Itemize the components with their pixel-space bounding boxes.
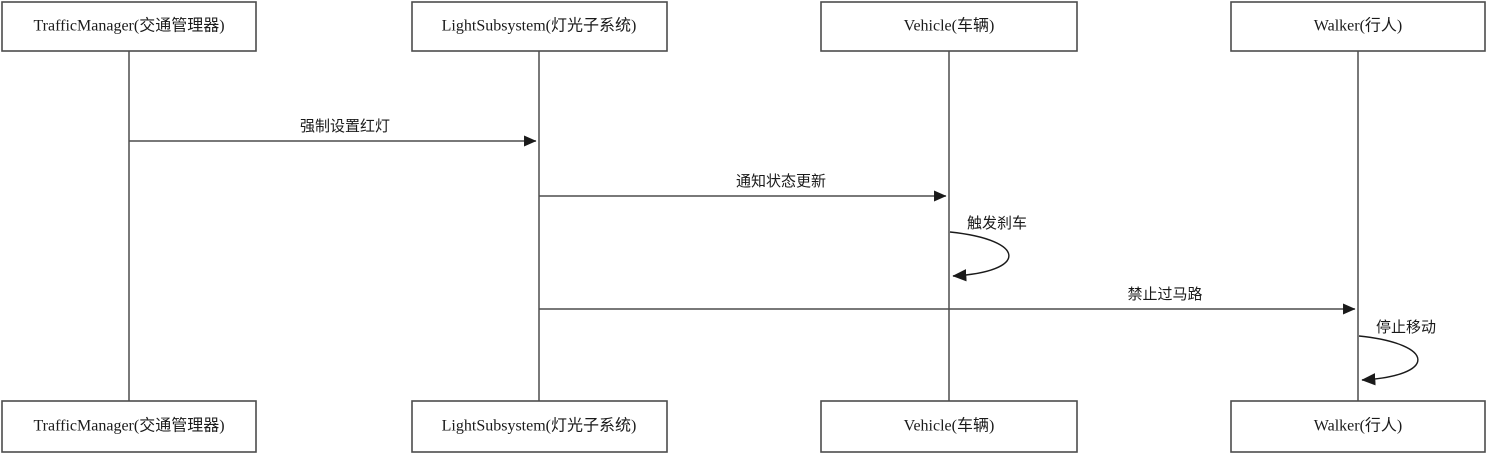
message-notify-state-update[interactable]: 通知状态更新 xyxy=(539,173,947,202)
participant-footer-walker[interactable]: Walker(行人) xyxy=(1230,400,1486,453)
participant-label: Walker(行人) xyxy=(1314,417,1402,435)
self-message-loop xyxy=(949,231,1010,282)
message-force-red-light[interactable]: 强制设置红灯 xyxy=(129,118,537,147)
message-trigger-brake[interactable]: 触发刹车 xyxy=(949,215,1027,282)
participant-header-light-subsystem[interactable]: LightSubsystem(灯光子系统) xyxy=(411,1,668,52)
participant-footer-light-subsystem[interactable]: LightSubsystem(灯光子系统) xyxy=(411,400,668,453)
participant-box xyxy=(1230,1,1486,52)
participant-label: Walker(行人) xyxy=(1314,17,1402,35)
message-label: 触发刹车 xyxy=(967,215,1027,232)
participant-footer-vehicle[interactable]: Vehicle(车辆) xyxy=(820,400,1078,453)
participant-label: TrafficManager(交通管理器) xyxy=(33,17,224,35)
participant-box xyxy=(1,1,257,52)
participant-header-vehicle[interactable]: Vehicle(车辆) xyxy=(820,1,1078,52)
participant-label: LightSubsystem(灯光子系统) xyxy=(442,17,637,35)
message-stop-moving[interactable]: 停止移动 xyxy=(1358,319,1436,386)
lifelines-group xyxy=(128,51,1359,401)
message-label: 强制设置红灯 xyxy=(300,118,390,135)
participant-box xyxy=(1230,400,1486,453)
participant-footer-row: TrafficManager(交通管理器) LightSubsystem(灯光子… xyxy=(1,400,1486,453)
participant-box xyxy=(411,400,668,453)
messages-group: 强制设置红灯 通知状态更新 触发刹车 禁止过马路 停止移动 xyxy=(129,118,1436,386)
self-message-loop xyxy=(1358,335,1419,386)
message-forbid-crossing[interactable]: 禁止过马路 xyxy=(539,286,1356,315)
participant-label: Vehicle(车辆) xyxy=(904,17,995,35)
participant-header-walker[interactable]: Walker(行人) xyxy=(1230,1,1486,52)
participant-box xyxy=(820,1,1078,52)
participant-box xyxy=(411,1,668,52)
message-label: 停止移动 xyxy=(1376,319,1436,336)
participant-label: Vehicle(车辆) xyxy=(904,417,995,435)
participant-footer-traffic-manager[interactable]: TrafficManager(交通管理器) xyxy=(1,400,257,453)
participant-header-row: TrafficManager(交通管理器) LightSubsystem(灯光子… xyxy=(1,1,1486,52)
participant-header-traffic-manager[interactable]: TrafficManager(交通管理器) xyxy=(1,1,257,52)
participant-label: TrafficManager(交通管理器) xyxy=(33,417,224,435)
participant-label: LightSubsystem(灯光子系统) xyxy=(442,417,637,435)
message-label: 禁止过马路 xyxy=(1127,286,1202,303)
participant-box xyxy=(820,400,1078,453)
participant-box xyxy=(1,400,257,453)
message-label: 通知状态更新 xyxy=(736,173,826,190)
